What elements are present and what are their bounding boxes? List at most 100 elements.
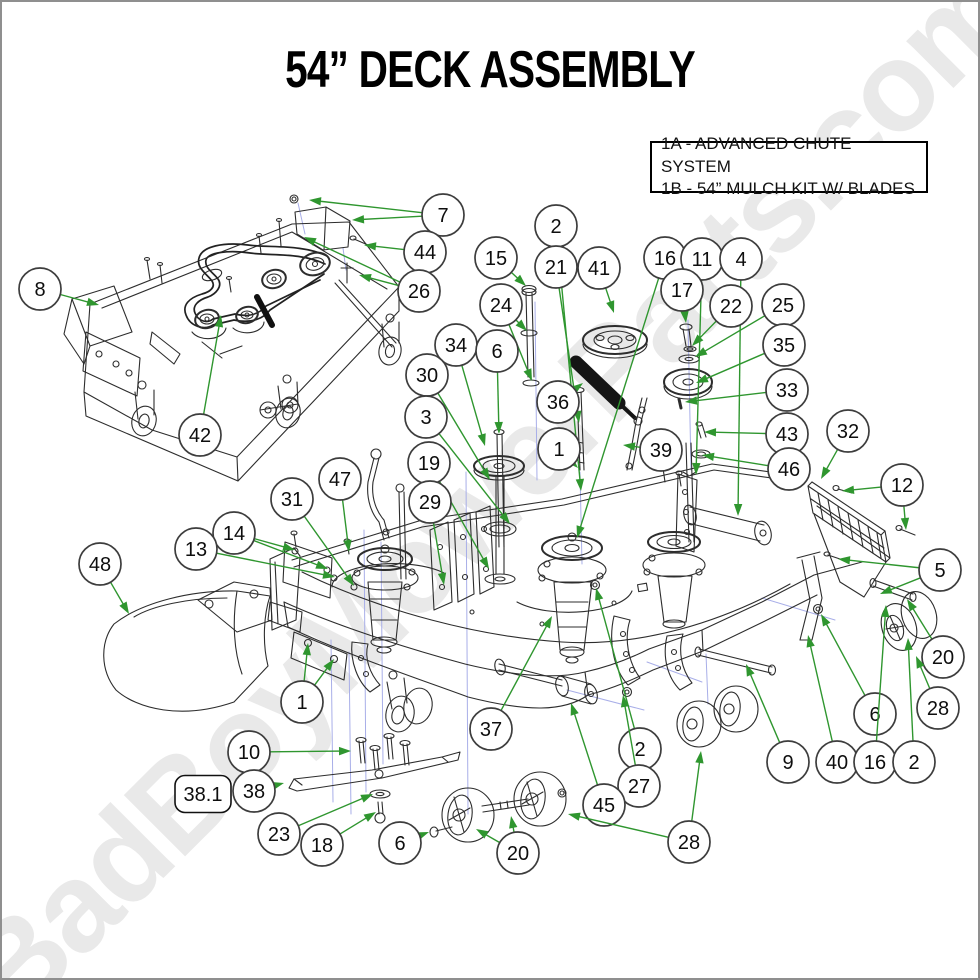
part-number: 30 [416, 365, 438, 387]
arrowhead-icon [322, 570, 335, 579]
part-balloon-b21[interactable] [534, 245, 578, 289]
part-balloon-b36[interactable] [536, 380, 580, 424]
part-balloon-b1a[interactable] [537, 427, 581, 471]
part-number: 39 [650, 440, 672, 462]
arrowhead-icon [821, 614, 831, 627]
part-number: 43 [776, 424, 798, 446]
part-balloon-b1b[interactable] [280, 680, 324, 724]
arrowhead-icon [806, 635, 815, 648]
arrowhead-icon [343, 539, 352, 552]
part-balloon-b42[interactable] [178, 413, 222, 457]
part-balloon-b15[interactable] [474, 236, 518, 280]
part-balloon-b3[interactable] [404, 395, 448, 439]
part-number: 2 [550, 216, 561, 238]
part-balloon-b47[interactable] [318, 457, 362, 501]
part-number: 16 [654, 248, 676, 270]
part-balloon-b20b[interactable] [496, 831, 540, 875]
part-balloon-b6c[interactable] [378, 821, 422, 865]
part-balloon-b9[interactable] [766, 740, 810, 784]
callout-b27: 27 [617, 695, 661, 808]
callout-b32: 32 [821, 409, 870, 479]
part-balloon-b23[interactable] [257, 812, 301, 856]
arrowhead-icon [916, 656, 925, 669]
ref-label-text: 38.1 [184, 784, 223, 806]
arrowhead-icon [904, 638, 913, 651]
part-balloon-b32[interactable] [826, 409, 870, 453]
part-balloon-b41[interactable] [577, 246, 621, 290]
part-balloon-b5[interactable] [918, 548, 962, 592]
part-number: 11 [692, 249, 713, 271]
part-balloon-b7[interactable] [421, 193, 465, 237]
leader-line [579, 277, 660, 530]
callout-b20a: 20 [907, 599, 965, 679]
part-balloon-b48[interactable] [78, 542, 122, 586]
callout-b46: 46 [702, 447, 811, 491]
part-balloon-b22[interactable] [709, 284, 753, 328]
leader-line [697, 320, 717, 341]
part-balloon-b14[interactable] [212, 511, 256, 555]
leader-line [824, 448, 839, 472]
callout-b36: 36 [536, 380, 583, 424]
part-balloon-b24[interactable] [479, 283, 523, 327]
callout-b26: 26 [304, 237, 441, 313]
part-balloon-b8[interactable] [18, 267, 62, 311]
callout-b5: 5 [838, 548, 962, 594]
arrowhead-icon [363, 812, 376, 822]
part-balloon-b29[interactable] [408, 480, 452, 524]
part-balloon-b27[interactable] [617, 764, 661, 808]
arrowhead-icon [494, 421, 503, 434]
part-balloon-b33[interactable] [765, 368, 809, 412]
part-number: 17 [671, 280, 693, 302]
part-number: 2 [908, 752, 919, 774]
callout-b15: 15 [474, 236, 526, 286]
callout-b12: 12 [842, 463, 924, 530]
part-balloon-b13[interactable] [174, 527, 218, 571]
part-number: 4 [735, 249, 746, 271]
part-number: 2 [634, 739, 645, 761]
part-balloon-b26[interactable] [397, 269, 441, 313]
part-balloon-b35[interactable] [762, 323, 806, 367]
arrowhead-icon [437, 572, 447, 585]
arrowhead-icon [476, 829, 489, 839]
arrowhead-icon [302, 643, 311, 656]
callout-b16b: 16 [853, 605, 897, 784]
leader-line [461, 364, 484, 438]
part-balloon-b4[interactable] [719, 237, 763, 281]
part-balloon-b18[interactable] [300, 823, 344, 867]
part-balloon-b20a[interactable] [921, 635, 965, 679]
arrowhead-icon [692, 334, 704, 346]
part-balloon-b6a[interactable] [475, 329, 519, 373]
callout-b22: 22 [692, 284, 753, 346]
arrowhead-icon [480, 467, 490, 480]
leader-line [496, 371, 500, 426]
part-balloon-b28b[interactable] [667, 820, 711, 864]
callout-b44: 44 [364, 230, 447, 274]
part-balloon-b31[interactable] [270, 477, 314, 521]
arrowhead-icon [907, 599, 917, 612]
part-number: 36 [547, 392, 569, 414]
part-balloon-b38[interactable] [232, 769, 276, 813]
leader-line [60, 293, 91, 304]
part-number: 1 [553, 439, 564, 461]
part-number: 7 [437, 205, 448, 227]
ref-label-box[interactable] [174, 774, 232, 814]
callout-b30: 30 [405, 353, 490, 480]
part-balloon-b17[interactable] [660, 268, 704, 312]
callout-b16a: 16 [576, 236, 687, 538]
arrowhead-icon [606, 300, 615, 313]
part-balloon-b37[interactable] [469, 707, 513, 751]
part-number: 18 [311, 835, 333, 857]
part-balloon-b39[interactable] [639, 428, 683, 472]
part-balloon-b2b[interactable] [892, 740, 936, 784]
part-number: 42 [189, 425, 211, 447]
part-balloon-b28a[interactable] [916, 686, 960, 730]
part-balloon-b45[interactable] [582, 783, 626, 827]
part-balloon-b46[interactable] [767, 447, 811, 491]
legend-line-1b: 1B - 54” MULCH KIT W/ BLADES [661, 179, 915, 199]
part-number: 3 [420, 407, 431, 429]
arrowhead-icon [568, 812, 581, 821]
part-balloon-b6b[interactable] [853, 692, 897, 736]
part-balloon-b12[interactable] [880, 463, 924, 507]
leader-line [339, 816, 369, 835]
